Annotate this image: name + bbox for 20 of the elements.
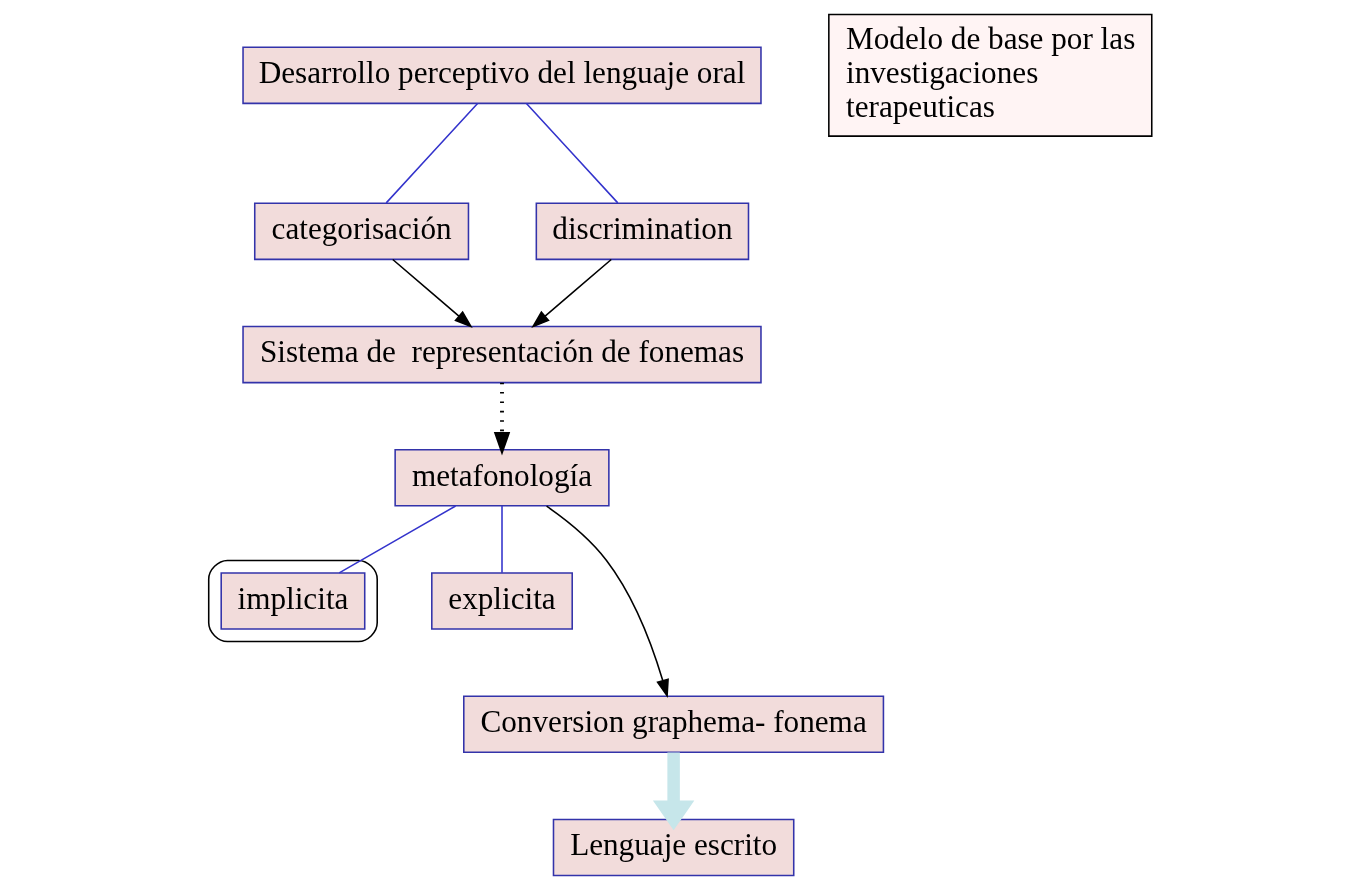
node-box: categorisación bbox=[253, 202, 469, 261]
node-box: Conversion graphema- fonema bbox=[462, 695, 884, 754]
arrow bbox=[391, 258, 473, 328]
arrow bbox=[652, 752, 694, 831]
node-box: Modelo de base por las investigaciones terapeuticas bbox=[827, 13, 1153, 137]
connector bbox=[384, 102, 478, 204]
node-box: implicita bbox=[219, 572, 365, 630]
arrow bbox=[493, 382, 510, 456]
arrow bbox=[530, 258, 612, 328]
node-box: metafonología bbox=[393, 448, 610, 507]
arrow bbox=[545, 505, 669, 699]
node-box: discrimination bbox=[535, 202, 749, 261]
connector bbox=[337, 505, 456, 574]
node-box: Sistema de representación de fonemas bbox=[241, 325, 762, 384]
cluster bbox=[207, 559, 378, 643]
connector bbox=[500, 505, 503, 574]
connector bbox=[525, 102, 619, 204]
node-box: Lenguaje escrito bbox=[552, 818, 794, 877]
node-box: explicita bbox=[430, 572, 573, 630]
node-box: Desarrollo perceptivo del lenguaje oral bbox=[241, 46, 762, 105]
